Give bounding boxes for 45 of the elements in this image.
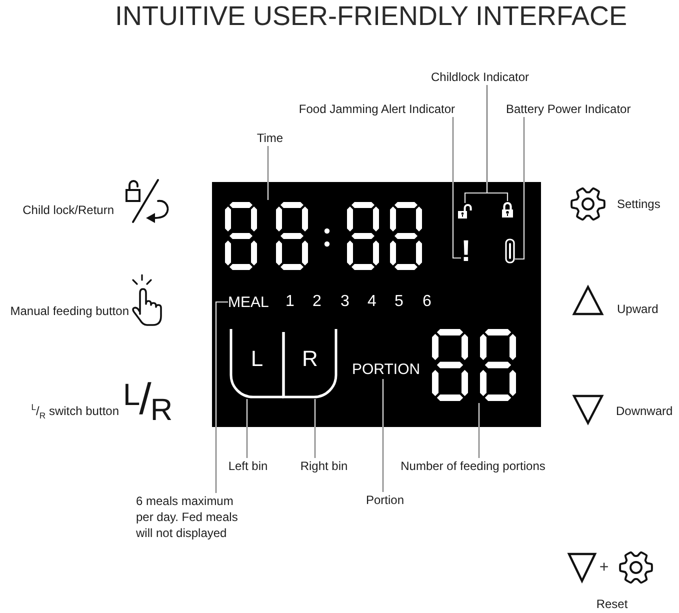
meal-number: 6 xyxy=(422,293,432,311)
leader-line xyxy=(267,146,269,200)
callout-note: 6 meals maximum per day. Fed meals will not displayed xyxy=(136,493,242,541)
meal-number: 1 xyxy=(286,293,294,311)
callout-label: Right bin xyxy=(300,458,348,474)
meal-number: 3 xyxy=(340,293,350,311)
leader-line xyxy=(486,85,508,201)
plus-sign: + xyxy=(599,558,609,578)
function-label: Settings xyxy=(617,196,660,212)
callout-label: Left bin xyxy=(228,458,268,474)
bin-letter: L xyxy=(250,348,264,370)
leader-line xyxy=(478,403,480,458)
lcd-label: MEAL xyxy=(228,294,269,312)
battery-icon xyxy=(505,238,515,264)
bin-compartment xyxy=(282,329,338,399)
function-label: Child lock/Return xyxy=(22,202,114,218)
leader-line xyxy=(215,301,228,493)
callout-label: Childlock Indicator xyxy=(430,69,530,85)
function-label: Upward xyxy=(617,301,658,317)
meal-number: 4 xyxy=(368,293,376,311)
leader-line xyxy=(314,399,316,458)
diagram-title: INTUITIVE USER-FRIENDLY INTERFACE xyxy=(115,0,628,32)
leader-line xyxy=(452,117,461,259)
function-label: Downward xyxy=(616,403,673,419)
leader-line xyxy=(515,117,525,260)
lcd-label: PORTION xyxy=(352,361,420,379)
lcd-screen xyxy=(212,182,541,427)
padlock-icon xyxy=(501,201,514,219)
meal-number: 2 xyxy=(312,293,322,311)
callout-label: Battery Power Indicator xyxy=(506,101,631,117)
callout-label: Portion xyxy=(366,492,404,508)
function-label: Reset xyxy=(596,596,628,612)
exclamation-mark: ! xyxy=(461,237,471,267)
bin-compartment xyxy=(229,329,285,399)
lr-symbol: $^{L}$/$_{R}$ xyxy=(123,376,173,424)
callout-label: Number of feeding portions xyxy=(400,458,546,474)
leader-line xyxy=(246,399,248,458)
meal-number: 5 xyxy=(394,293,404,311)
callout-label: Time xyxy=(256,130,284,146)
function-label: Manual feeding button xyxy=(10,303,129,319)
bin-letter: R xyxy=(302,348,318,370)
unlocked-padlock-icon xyxy=(457,203,473,219)
callout-label: Food Jamming Alert Indicator xyxy=(298,101,455,117)
function-label: $^{L}$/$_{R}$ switch button xyxy=(31,403,119,419)
leader-line xyxy=(382,379,384,492)
